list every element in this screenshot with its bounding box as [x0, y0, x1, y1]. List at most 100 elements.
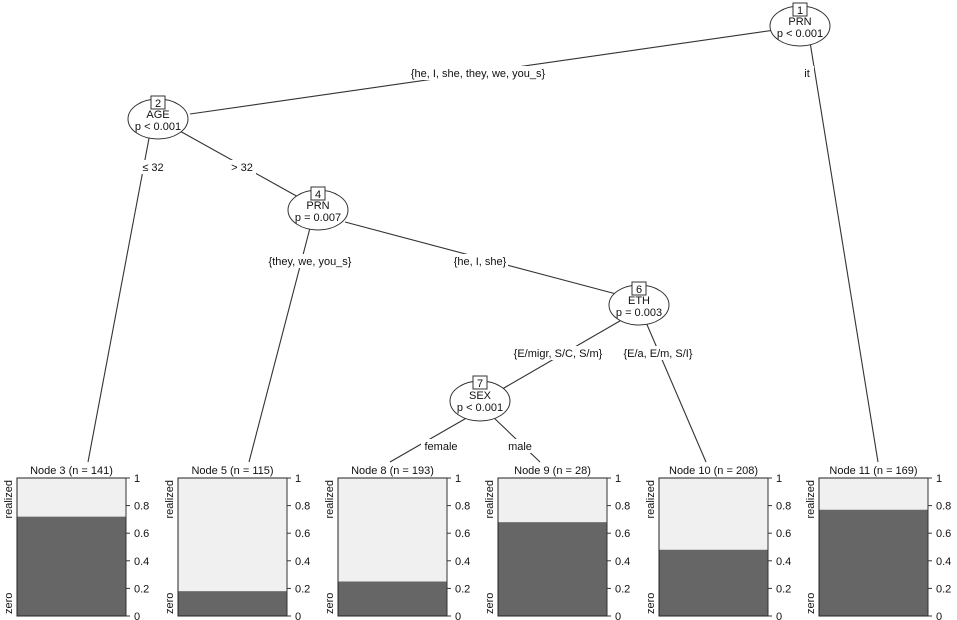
y-tick-label: 0.4	[295, 556, 310, 568]
edge-label-node6-left: {E/migr, S/C, S/m}	[514, 348, 603, 360]
bar-segment-realized	[498, 478, 607, 523]
node-id-7: 7	[477, 378, 483, 390]
bar-segment-zero	[338, 581, 447, 616]
y-tick-label: 0.8	[455, 501, 470, 513]
node-id-1: 1	[797, 5, 803, 17]
terminal-panels: Node 3 (n = 141) 1 0.8 0.6 0.4 0.2 0 realized ze…	[3, 465, 951, 620]
y-tick-label: 0.6	[936, 528, 951, 540]
node-pvalue-6: p = 0.003	[616, 307, 662, 319]
edge-label-node7-right: male	[508, 441, 532, 453]
terminal-node-title: Node 10 (n = 208)	[669, 465, 758, 477]
node-id-4: 4	[315, 189, 321, 201]
terminal-node-title: Node 11 (n = 169)	[829, 465, 917, 477]
category-label-zero: zero	[3, 593, 15, 614]
y-tick-label: 0.8	[134, 501, 149, 513]
bar-segment-zero	[819, 509, 928, 616]
y-tick-label: 0	[936, 611, 942, 620]
terminal-node-1: Node 3 (n = 141)10.80.60.40.20realizedze…	[3, 465, 149, 620]
y-tick-label: 0.8	[936, 501, 951, 513]
node-pvalue-2: p < 0.001	[135, 121, 181, 133]
bar-segment-realized	[659, 478, 768, 550]
terminal-node-title: Node 5 (n = 115)	[191, 465, 273, 477]
bar-segment-realized	[178, 478, 287, 592]
edge-label-node1-left: {he, I, she, they, we, you_s}	[411, 68, 546, 80]
y-tick-label: 0.8	[615, 501, 630, 513]
y-tick-label: 0.2	[134, 583, 149, 595]
bar-segment-zero	[498, 522, 607, 616]
edge-6-10	[644, 319, 707, 463]
y-tick-label: 0.2	[295, 583, 310, 595]
edge-labels: {he, I, she, they, we, you_s} it ≤ 32 > …	[139, 66, 814, 453]
y-tick-label: 0	[615, 611, 621, 620]
inner-node-4: 4 PRN p = 0.007	[287, 186, 349, 231]
y-tick-label: 1	[936, 473, 942, 485]
y-tick-label: 0	[776, 611, 782, 620]
bar-segment-realized	[819, 478, 928, 510]
category-label-realized: realized	[3, 480, 15, 519]
category-label-zero: zero	[805, 593, 817, 614]
y-tick-label: 0.2	[776, 583, 791, 595]
y-tick-label: 0.4	[134, 556, 149, 568]
node-pvalue-4: p = 0.007	[295, 212, 341, 224]
edge-label-node4-right: {he, I, she}	[454, 256, 507, 268]
inner-node-6: 6 ETH p = 0.003	[608, 281, 670, 326]
y-tick-label: 0.4	[455, 556, 470, 568]
y-tick-label: 1	[295, 473, 301, 485]
y-tick-label: 0.6	[134, 528, 149, 540]
terminal-node-3: Node 8 (n = 193)10.80.60.40.20realizedze…	[324, 465, 470, 620]
y-tick-label: 0	[295, 611, 301, 620]
edge-2-3	[87, 132, 151, 463]
node-variable-6: ETH	[628, 295, 650, 307]
node-pvalue-1: p < 0.001	[777, 28, 823, 40]
terminal-node-title: Node 9 (n = 28)	[514, 465, 591, 477]
category-label-zero: zero	[164, 593, 176, 614]
y-tick-label: 0.6	[776, 528, 791, 540]
bar-segment-zero	[659, 549, 768, 616]
y-tick-label: 0.6	[295, 528, 310, 540]
edge-label-node1-right: it	[804, 68, 810, 80]
edge-label-node2-left: ≤ 32	[142, 162, 163, 174]
bar-segment-zero	[17, 516, 126, 616]
inner-node-7: 7 SEX p < 0.001	[449, 375, 511, 422]
y-tick-label: 0.4	[936, 556, 951, 568]
category-label-zero: zero	[645, 593, 657, 614]
terminal-node-6: Node 11 (n = 169) 1 0.8 0.6 0.4 0.2 0 realized z…	[805, 465, 951, 620]
category-label-realized: realized	[805, 480, 817, 519]
y-tick-label: 0	[455, 611, 461, 620]
inner-node-1: 1 PRN p < 0.001	[769, 2, 831, 47]
bar-segment-realized	[338, 478, 447, 582]
bar-segment-zero	[178, 591, 287, 616]
node-variable-7: SEX	[469, 390, 492, 402]
node-variable-1: PRN	[788, 16, 811, 28]
y-tick-label: 1	[455, 473, 461, 485]
y-tick-label: 0.6	[615, 528, 630, 540]
node-id-6: 6	[636, 284, 642, 296]
y-tick-label: 1	[615, 473, 621, 485]
y-tick-label: 0.2	[615, 583, 630, 595]
y-tick-label: 1	[776, 473, 782, 485]
y-tick-label: 0.6	[455, 528, 470, 540]
terminal-node-2: Node 5 (n = 115)10.80.60.40.20realizedze…	[164, 465, 310, 620]
terminal-node-title: Node 3 (n = 141)	[30, 465, 113, 477]
category-label-zero: zero	[484, 593, 496, 614]
category-label-realized: realized	[645, 480, 657, 519]
node-variable-2: AGE	[146, 109, 169, 121]
y-tick-label: 0.2	[936, 583, 951, 595]
node-id-2: 2	[155, 98, 161, 110]
y-tick-label: 1	[134, 473, 140, 485]
inner-node-2: 2 AGE p < 0.001	[127, 95, 189, 140]
terminal-node-5: Node 10 (n = 208)10.80.60.40.20realizedz…	[645, 465, 791, 620]
y-tick-label: 0.8	[295, 501, 310, 513]
terminal-node-title: Node 8 (n = 193)	[351, 465, 434, 477]
edge-label-node2-right: > 32	[231, 162, 253, 174]
category-label-zero: zero	[324, 593, 336, 614]
terminal-node-4: Node 9 (n = 28) 1 0.8 0.6 0.4 0.2 0 realized zer…	[484, 465, 630, 620]
y-tick-label: 0.4	[776, 556, 791, 568]
bar-segment-realized	[17, 478, 126, 517]
y-tick-label: 0.4	[615, 556, 630, 568]
category-label-realized: realized	[484, 480, 496, 519]
edge-label-node4-left: {they, we, you_s}	[269, 256, 352, 268]
node-pvalue-7: p < 0.001	[457, 402, 503, 414]
edge-label-node6-right: {E/a, E/m, S/I}	[623, 348, 692, 360]
